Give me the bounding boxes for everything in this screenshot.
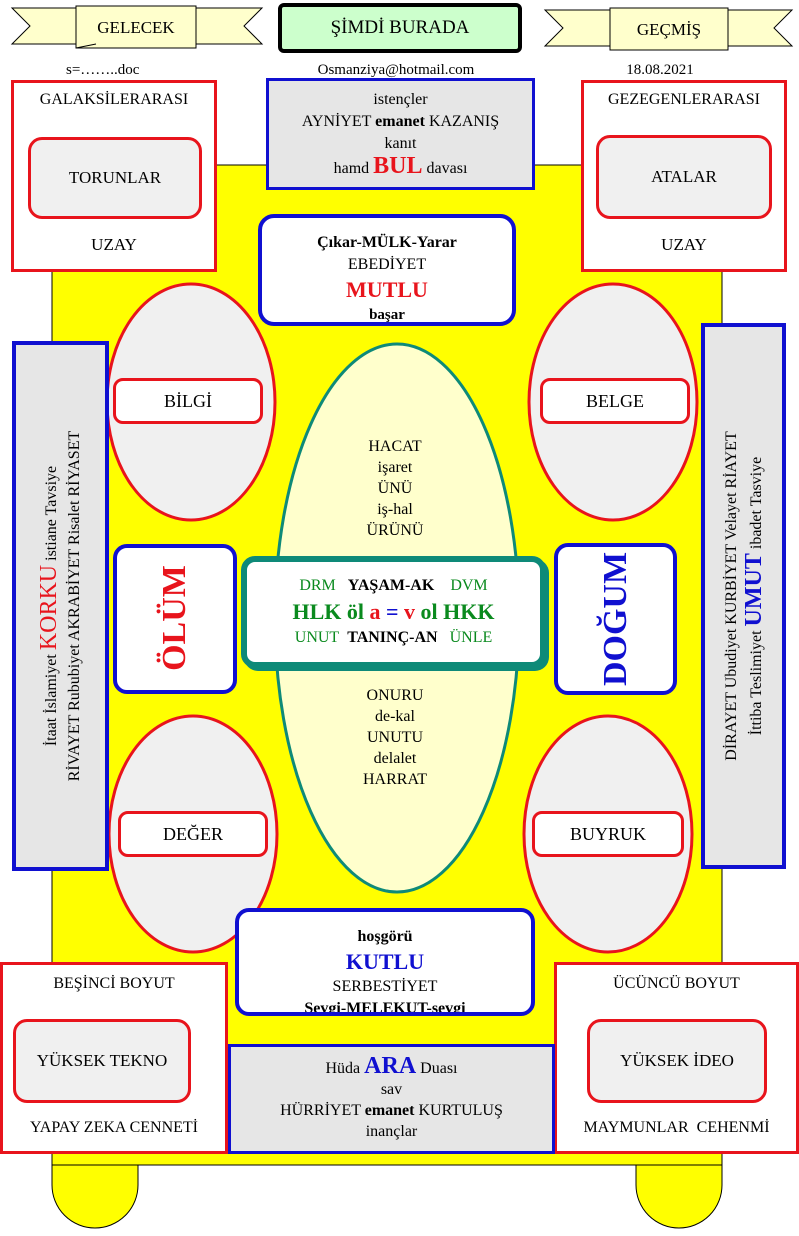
bottom-left-title: BEŞİNCİ BOYUT bbox=[53, 975, 175, 992]
belge-label: BELGE bbox=[540, 378, 690, 424]
olum-label: ÖLÜM bbox=[156, 565, 193, 671]
doc-reference: s=……..doc bbox=[66, 62, 140, 78]
top-center-line2: AYNİYET emanet KAZANIŞ bbox=[301, 112, 500, 130]
center-top-word: ÜRÜNÜ bbox=[366, 522, 424, 539]
upper-center-line4: başar bbox=[369, 307, 405, 323]
bottom-center-panel: Hüda ARA Duası sav HÜRRİYET emanet KURTU… bbox=[228, 1044, 555, 1154]
future-label: GELECEK bbox=[97, 18, 175, 37]
center-top-word: HACAT bbox=[368, 438, 422, 455]
lower-center-line3: SERBESTİYET bbox=[332, 978, 438, 995]
formula-row1: DRM YAŞAM-AK DVM bbox=[299, 577, 488, 594]
formula-row3: UNUT TANINÇ-AN ÜNLE bbox=[294, 629, 493, 646]
top-right-inner: ATALAR bbox=[596, 135, 772, 219]
bottom-right-bottom: MAYMUNLAR CEHENMİ bbox=[583, 1119, 770, 1136]
bottom-right-title: ÜCÜNCÜ BOYUT bbox=[613, 975, 740, 992]
top-left-title: GALAKSİLERARASI bbox=[39, 91, 189, 108]
top-right-panel: GEZEGENLERARASI ATALAR UZAY bbox=[581, 80, 787, 272]
deger-label: DEĞER bbox=[118, 811, 268, 857]
top-center-line1: istençler bbox=[373, 90, 428, 108]
dogum-panel: DOĞUM bbox=[554, 543, 677, 695]
right-vertical-line2: İttiba Teslimiyet UMUT ibadet Tasviye bbox=[741, 456, 767, 736]
top-center-line3: kanıt bbox=[384, 134, 417, 152]
center-bottom-words: ONURU de-kal UNUTU delalet HARRAT bbox=[315, 685, 475, 790]
lower-center-panel: hoşgörü KUTLU SERBESTİYET Sevgi-MELEKUT-… bbox=[235, 908, 535, 1016]
bottom-center-line2: sav bbox=[380, 1081, 403, 1098]
upper-center-mutlu: MUTLU bbox=[346, 277, 428, 302]
date-label: 18.08.2021 bbox=[626, 62, 694, 78]
bottom-center-line3: HÜRRİYET emanet KURTULUŞ bbox=[280, 1102, 503, 1119]
bottom-center-line4: inançlar bbox=[365, 1123, 418, 1140]
past-label: GEÇMİŞ bbox=[636, 20, 702, 39]
center-top-word: işaret bbox=[377, 459, 413, 476]
center-formula-box: DRM YAŞAM-AK DVM HLK öl a = v ol HKK UNU… bbox=[241, 556, 546, 668]
lower-center-line1: hoşgörü bbox=[357, 928, 413, 945]
top-right-bottom: UZAY bbox=[661, 235, 707, 254]
upper-center-panel: Çıkar-MÜLK-Yarar EBEDİYET MUTLU başar bbox=[258, 214, 516, 326]
top-right-title: GEZEGENLERARASI bbox=[608, 91, 760, 108]
right-vertical-text: DİRAYET Ubudiyet KURBİYET Velayet RİAYET… bbox=[720, 326, 767, 866]
buyruk-label: BUYRUK bbox=[532, 811, 684, 857]
email-address: Osmanziya@hotmail.com bbox=[317, 62, 475, 78]
bottom-center-line1: Hüda ARA Duası bbox=[325, 1053, 458, 1079]
bilgi-label: BİLGİ bbox=[113, 378, 263, 424]
top-left-panel: GALAKSİLERARASI TORUNLAR UZAY bbox=[11, 80, 217, 272]
right-vertical-panel: DİRAYET Ubudiyet KURBİYET Velayet RİAYET… bbox=[701, 323, 786, 869]
future-banner bbox=[10, 5, 264, 49]
formula-row2: HLK öl a = v ol HKK bbox=[292, 599, 495, 624]
upper-center-line2: EBEDİYET bbox=[347, 256, 427, 273]
dogum-label: DOĞUM bbox=[597, 551, 634, 687]
center-bottom-word: HARRAT bbox=[362, 771, 427, 788]
left-vertical-panel: İtaat İslamiyet KORKU istiane Tavsiye Rİ… bbox=[12, 341, 109, 871]
center-top-word: ÜNÜ bbox=[377, 480, 413, 497]
center-bottom-word: delalet bbox=[373, 750, 417, 767]
center-top-word: iş-hal bbox=[377, 501, 413, 518]
past-banner bbox=[543, 7, 794, 51]
center-bottom-word: de-kal bbox=[375, 708, 415, 725]
left-vertical-line1: İtaat İslamiyet KORKU istiane Tavsiye bbox=[36, 465, 62, 747]
top-center-line4: hamd BUL davası bbox=[333, 152, 468, 179]
right-vertical-line1: DİRAYET Ubudiyet KURBİYET Velayet RİAYET bbox=[723, 431, 740, 761]
center-bottom-word: UNUTU bbox=[367, 729, 423, 746]
lower-center-kutlu: KUTLU bbox=[345, 949, 425, 974]
bottom-right-inner: YÜKSEK İDEO bbox=[587, 1019, 767, 1103]
bottom-right-panel: ÜCÜNCÜ BOYUT YÜKSEK İDEO MAYMUNLAR CEHEN… bbox=[554, 962, 799, 1154]
lower-center-line4: Sevgi-MELEKUT-sevgi bbox=[304, 1000, 466, 1016]
bottom-left-inner: YÜKSEK TEKNO bbox=[13, 1019, 191, 1103]
top-center-panel: istençler AYNİYET emanet KAZANIŞ kanıt h… bbox=[266, 78, 535, 190]
center-bottom-word: ONURU bbox=[366, 687, 424, 704]
left-vertical-line2: RİVAYET Rububiyet AKRABİYET Risalet RİYA… bbox=[66, 430, 83, 782]
bottom-left-bottom: YAPAY ZEKA CENNETİ bbox=[29, 1119, 198, 1136]
top-left-bottom: UZAY bbox=[91, 235, 137, 254]
now-here-box: ŞİMDİ BURADA bbox=[278, 3, 522, 53]
top-left-inner: TORUNLAR bbox=[28, 137, 202, 219]
center-top-words: HACAT işaret ÜNÜ iş-hal ÜRÜNÜ bbox=[315, 436, 475, 541]
bottom-left-panel: BEŞİNCİ BOYUT YÜKSEK TEKNO YAPAY ZEKA CE… bbox=[0, 962, 228, 1154]
left-vertical-text: İtaat İslamiyet KORKU istiane Tavsiye Rİ… bbox=[36, 348, 84, 864]
upper-center-line1: Çıkar-MÜLK-Yarar bbox=[317, 234, 457, 251]
olum-panel: ÖLÜM bbox=[113, 544, 237, 694]
